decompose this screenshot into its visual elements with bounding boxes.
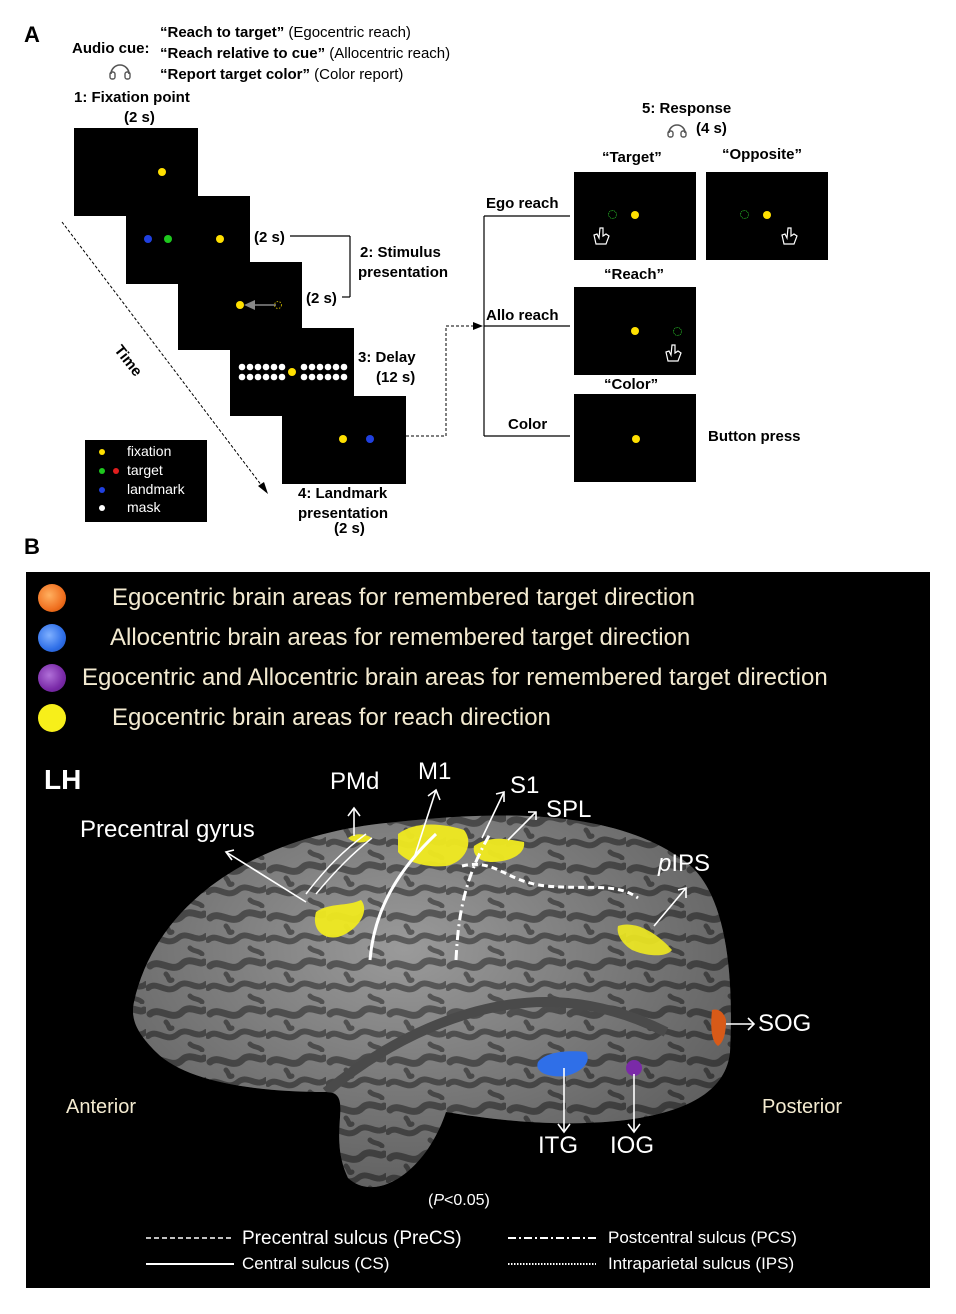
panel-a-lines [61, 215, 570, 494]
landmark-dot [144, 235, 152, 243]
target-memory-ring [673, 327, 682, 336]
step4-line1: 4: Landmark [298, 485, 388, 502]
fixation-dot [632, 435, 640, 443]
step1-label: 1: Fixation point [74, 89, 190, 106]
brain-surface [132, 788, 756, 1265]
panel-b-letter: B [24, 534, 40, 559]
branch-color: Color [508, 416, 548, 433]
response-target-label: “Target” [602, 149, 662, 166]
relative-arrow [244, 300, 282, 310]
label-precentral-gyrus: Precentral gyrus [80, 816, 255, 843]
sulcus-postcentral: Postcentral sulcus (PCS) [608, 1228, 797, 1247]
legend-fixation: fixation [127, 443, 172, 459]
legend-mask: mask [127, 499, 161, 515]
fixation-dot [216, 235, 224, 243]
hemisphere-label: LH [44, 764, 82, 795]
step4-line2: presentation [298, 505, 389, 522]
sulcus-precentral: Precentral sulcus (PreCS) [242, 1228, 462, 1249]
headphones-icon [667, 124, 687, 138]
sulcus-central: Central sulcus (CS) [242, 1254, 390, 1273]
step1-duration: (2 s) [124, 109, 155, 126]
legend-both-target: Egocentric and Allocentric brain areas f… [38, 660, 828, 696]
step3-line1: 3: Delay [358, 349, 416, 366]
mask-dots [238, 363, 348, 381]
headphones-icon [109, 64, 131, 80]
hand-icon [665, 344, 682, 362]
panel-a-letter: A [24, 22, 40, 47]
button-press-label: Button press [708, 428, 801, 445]
legend-egocentric-target: Egocentric brain areas for remembered ta… [38, 580, 695, 616]
legend-target-red-dot [113, 468, 119, 474]
label-s1: S1 [510, 772, 540, 799]
response-color-label: “Color” [604, 376, 659, 393]
legend-purple-dot [38, 664, 66, 692]
legend-orange-dot [38, 584, 66, 612]
response-reach-label: “Reach” [604, 266, 665, 283]
label-posterior: Posterior [762, 1096, 843, 1118]
target-memory-ring [740, 210, 749, 219]
legend-landmark: landmark [127, 481, 185, 497]
fixation-dot [631, 211, 639, 219]
stimulus-legend: fixation target landmark mask [85, 440, 207, 522]
fixation-dot [631, 327, 639, 335]
fixation-dot [236, 301, 244, 309]
legend-blue-dot [38, 624, 66, 652]
p-threshold: (P<0.05) [428, 1192, 490, 1209]
label-sog: SOG [758, 1010, 812, 1037]
label-itg: ITG [538, 1132, 578, 1159]
step5-label: 5: Response [642, 100, 732, 117]
target-dot [164, 235, 172, 243]
fixation-dot [763, 211, 771, 219]
duration-label-a: (2 s) [254, 229, 285, 246]
label-pmd: PMd [330, 768, 380, 795]
fixation-dot [339, 435, 347, 443]
brain-panel: Egocentric brain areas for remembered ta… [26, 572, 930, 1288]
step3-line2: (12 s) [376, 369, 416, 386]
hand-icon [781, 227, 798, 245]
cue-color: “Report target color” (Color report) [160, 66, 404, 83]
fixation-dot [158, 168, 166, 176]
screen-color-report [574, 394, 696, 482]
response-opposite-label: “Opposite” [722, 146, 803, 163]
branch-ego-reach: Ego reach [486, 195, 559, 212]
label-pips: pIPS [658, 850, 711, 877]
target-memory-ring [608, 210, 617, 219]
label-m1: M1 [418, 758, 452, 785]
legend-fixation-dot [99, 449, 105, 455]
step2-line1: 2: Stimulus [360, 244, 441, 261]
label-spl: SPL [546, 796, 592, 823]
screen-ego-target [574, 172, 696, 260]
legend-target: target [127, 462, 163, 478]
legend-landmark-dot [99, 487, 105, 493]
legend-allocentric-target: Allocentric brain areas for remembered t… [38, 620, 690, 656]
duration-label-b: (2 s) [306, 290, 337, 307]
landmark-dot [366, 435, 374, 443]
legend-yellow-dot [38, 704, 66, 732]
label-anterior: Anterior [66, 1096, 137, 1118]
screen-ego-opposite [706, 172, 828, 260]
screen-allo-reach [574, 287, 696, 375]
legend-egocentric-reach: Egocentric brain areas for reach directi… [38, 700, 551, 736]
legend-mask-dot [99, 505, 105, 511]
step5-duration: (4 s) [696, 120, 727, 137]
cue-allocentric: “Reach relative to cue” (Allocentric rea… [160, 45, 451, 62]
label-iog: IOG [610, 1132, 655, 1159]
cue-egocentric: “Reach to target” (Egocentric reach) [160, 24, 411, 41]
step2-line2: presentation [358, 264, 449, 281]
branch-allo-reach: Allo reach [486, 307, 559, 324]
step4-duration: (2 s) [334, 520, 365, 537]
screen-landmark [282, 396, 406, 484]
legend-target-green-dot [99, 468, 105, 474]
audio-cue-label: Audio cue: [72, 40, 150, 57]
sulcus-intraparietal: Intraparietal sulcus (IPS) [608, 1254, 795, 1273]
hand-icon [593, 227, 610, 245]
